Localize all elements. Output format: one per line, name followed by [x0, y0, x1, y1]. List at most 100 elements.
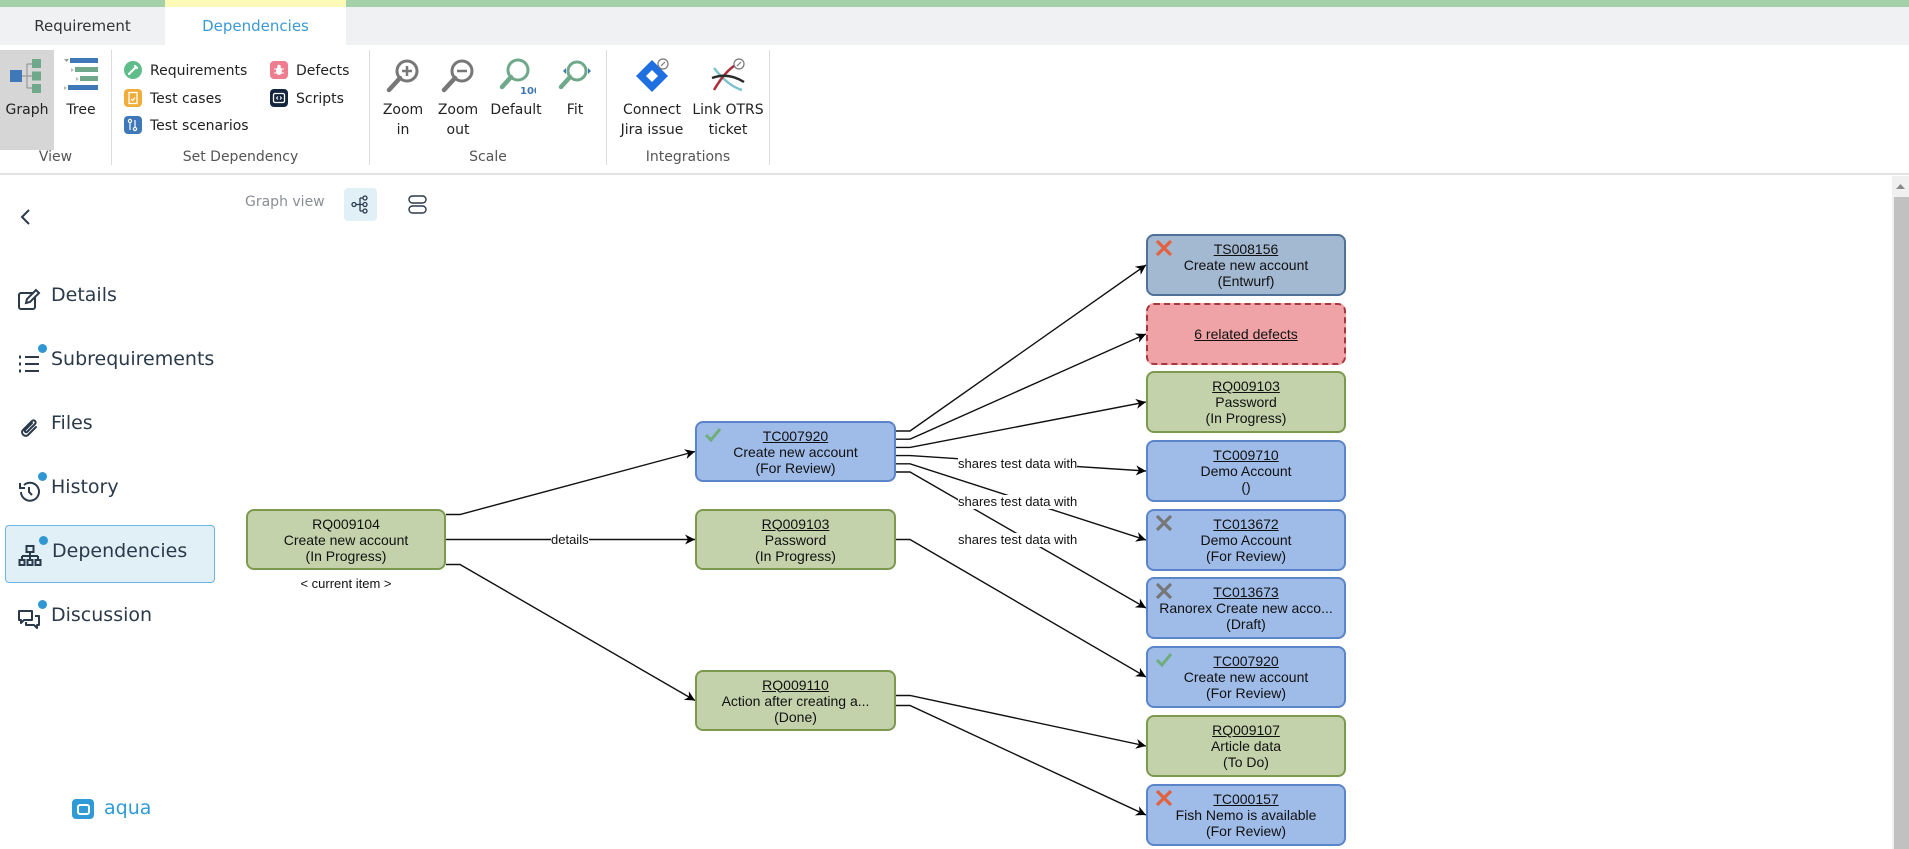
node-id[interactable]: RQ009110 — [762, 676, 829, 693]
node-status: (Draft) — [1226, 616, 1266, 632]
node-id[interactable]: TC007920 — [762, 427, 829, 444]
tab-dependencies[interactable]: Dependencies — [165, 0, 346, 45]
node-status: (For Review) — [1205, 823, 1287, 839]
sidebar-item-label: Discussion — [51, 604, 153, 626]
brand-name: aqua — [104, 797, 152, 819]
node-id[interactable]: TC009710 — [1213, 447, 1279, 463]
x-icon — [1154, 788, 1174, 808]
scrollbar-thumb[interactable] — [1894, 197, 1909, 849]
otrs-icon — [711, 58, 745, 92]
set-dependency-test-cases[interactable]: Test cases — [124, 88, 222, 110]
graph-view-label: Graph view — [245, 194, 325, 210]
ribbon-group-integrations: Connect Jira issue Link OTRS ticket Inte… — [607, 50, 769, 165]
node-title: Create new account — [1183, 669, 1309, 685]
ribbon-separator — [606, 50, 607, 165]
ribbon-group-title: View — [38, 149, 73, 165]
zoom-in-button[interactable]: Zoom in — [376, 50, 430, 150]
test-scenarios-label: Test scenarios — [150, 118, 249, 134]
sidebar-item-discussion[interactable]: Discussion — [5, 590, 215, 648]
tab-requirement[interactable]: Requirement — [34, 17, 131, 35]
set-dependency-defects[interactable]: Defects — [270, 60, 349, 82]
list-view-toggle[interactable] — [401, 188, 434, 221]
check-icon — [703, 425, 723, 445]
sidebar-item-dependencies[interactable]: Dependencies — [5, 525, 215, 583]
sidebar-item-subrequirements[interactable]: Subrequirements — [5, 334, 215, 392]
test-case-icon — [124, 89, 142, 107]
chat-icon — [18, 610, 40, 629]
node-id[interactable]: TC000157 — [1213, 791, 1279, 807]
node-id[interactable]: RQ009103 — [1212, 378, 1280, 394]
edge-root-m3 — [446, 563, 696, 702]
graph-view-toggle[interactable] — [344, 188, 377, 221]
zoom-fit-button[interactable]: Fit — [548, 50, 602, 150]
zoom-fit-icon — [558, 60, 591, 90]
chevron-left-icon — [20, 209, 30, 225]
node-id[interactable]: TC013672 — [1213, 516, 1279, 532]
node-title: Demo Account — [1200, 532, 1292, 548]
zoom-default-icon: 100% — [499, 58, 536, 96]
edge-m1-r1 — [896, 264, 1147, 432]
history-icon — [19, 481, 40, 502]
paperclip-icon — [21, 419, 37, 437]
node-id[interactable]: TC013673 — [1213, 584, 1279, 600]
connect-jira-button[interactable]: Connect Jira issue — [615, 50, 689, 150]
edge-m1-r3 — [896, 398, 1147, 449]
sidebar-item-history[interactable]: History — [5, 462, 215, 520]
ribbon-group-title: Set Dependency — [182, 149, 299, 165]
scroll-up-icon[interactable] — [1892, 176, 1909, 196]
edge-m1-r2 — [896, 333, 1147, 440]
graph-icon — [10, 59, 41, 93]
edge-root-m1 — [446, 449, 696, 516]
node-title: Fish Nemo is available — [1175, 807, 1317, 823]
sidebar-item-label: Details — [51, 284, 117, 306]
sidebar-item-files[interactable]: Files — [5, 398, 215, 456]
x-icon — [1154, 513, 1174, 533]
sidebar-item-details[interactable]: Details — [5, 270, 215, 328]
link-otrs-button[interactable]: Link OTRS ticket — [691, 50, 765, 150]
back-button[interactable] — [14, 205, 38, 229]
node-title: Demo Account — [1200, 463, 1292, 479]
ribbon-separator — [369, 50, 370, 165]
zoom-default-button[interactable]: 100% Default — [486, 50, 546, 150]
hierarchy-icon — [18, 545, 42, 566]
node-title: Action after creating a... — [721, 692, 870, 709]
node-id[interactable]: RQ009107 — [1212, 722, 1280, 738]
node-status: (In Progress) — [1205, 410, 1287, 426]
node-status: (Done) — [774, 708, 817, 725]
list-icon — [19, 355, 39, 373]
sidebar-item-label: Subrequirements — [51, 348, 215, 370]
node-id[interactable]: TC007920 — [1213, 653, 1279, 669]
node-status: (For Review) — [1205, 548, 1287, 564]
node-id[interactable]: TS008156 — [1213, 241, 1279, 257]
set-dependency-scripts[interactable]: Scripts — [270, 88, 344, 110]
node-id: RQ009104 — [312, 515, 380, 532]
zoom-in-icon — [386, 59, 419, 93]
vertical-scrollbar[interactable] — [1892, 176, 1909, 849]
bug-icon — [270, 61, 288, 79]
tree-view-button[interactable]: Tree — [54, 50, 108, 150]
tab-bar: Requirement Dependencies — [0, 0, 1909, 45]
sidebar-item-label: History — [51, 476, 119, 498]
graph-view-button[interactable]: Graph — [0, 50, 54, 150]
related-defects-link[interactable]: 6 related defects — [1194, 326, 1298, 342]
node-title: Create new account — [283, 531, 409, 548]
set-dependency-requirements[interactable]: Requirements — [124, 60, 247, 82]
related-defects-node[interactable]: 6 related defects — [1146, 303, 1346, 365]
node-status: (For Review) — [1205, 685, 1287, 701]
zoom-out-button[interactable]: Zoom out — [431, 50, 485, 150]
node-status: (In Progress) — [305, 547, 387, 564]
set-dependency-test-scenarios[interactable]: Test scenarios — [124, 115, 249, 137]
node-id[interactable]: RQ009103 — [761, 515, 830, 532]
